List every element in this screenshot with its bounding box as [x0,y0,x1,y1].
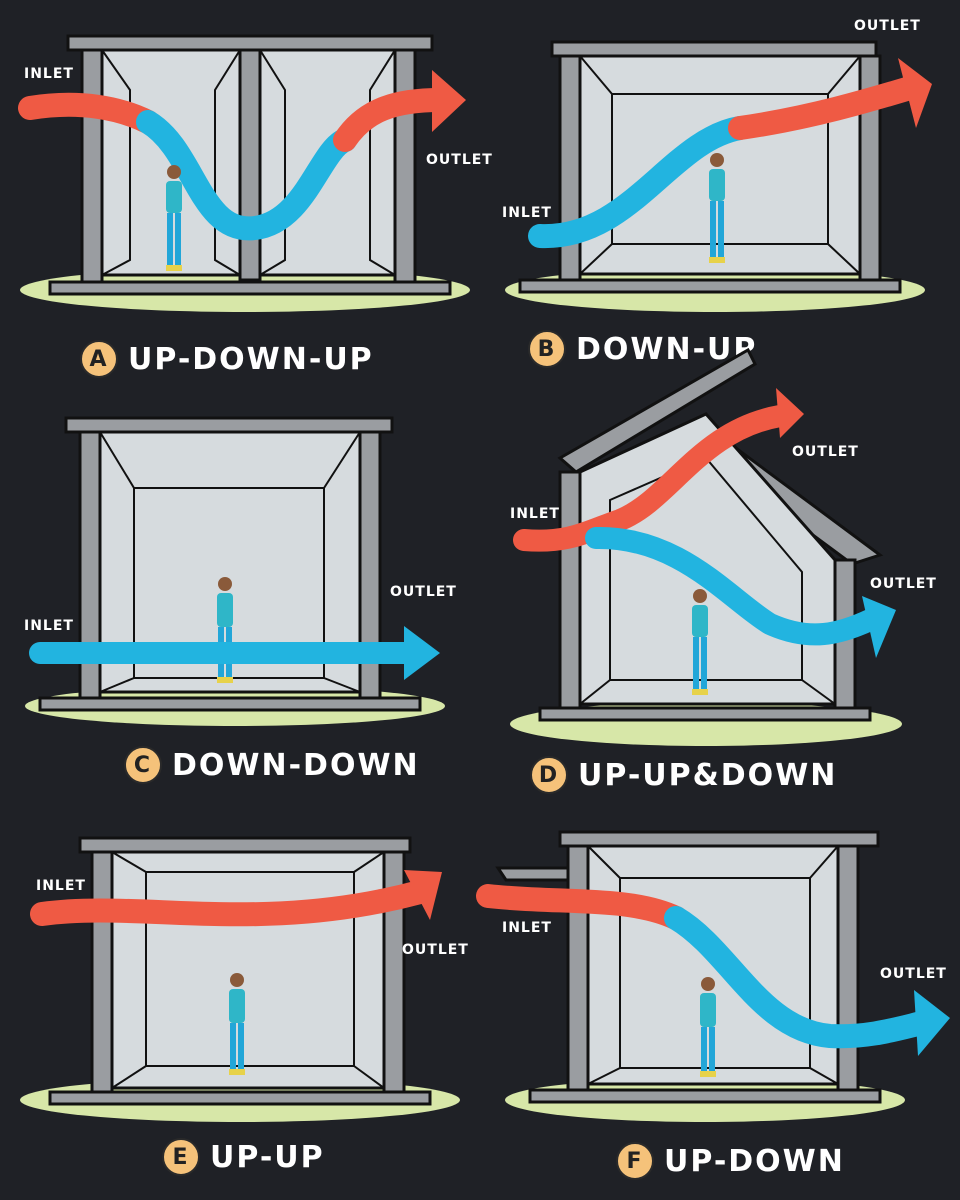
panel-badge: B [528,330,566,368]
airflow-arrow-icon [914,990,950,1056]
airflow-arrow-icon [404,870,442,920]
caption-text: UP-UP [210,1139,325,1175]
airflow-arrow-icon [404,626,440,680]
inlet-label: INLET [36,878,86,894]
inlet-label: INLET [502,205,552,221]
panel-badge: F [616,1142,654,1180]
panel-caption: F UP-DOWN [616,1142,845,1180]
caption-text: DOWN-DOWN [172,747,420,783]
panel-d: INLET OUTLET OUTLET D UP-UP&DOWN [480,340,960,800]
caption-text: DOWN-UP [576,331,758,367]
inlet-label: INLET [24,618,74,634]
panel-a: INLET OUTLET A UP-DOWN-UP [0,0,492,400]
panel-caption: D UP-UP&DOWN [530,756,837,794]
room-section-a [18,34,470,312]
airflow-arrow-icon [432,70,466,132]
airflow-arrow-icon [862,596,896,658]
panel-caption: C DOWN-DOWN [124,746,420,784]
inlet-label: INLET [510,506,560,522]
panel-b: INLET OUTLET B DOWN-UP [480,0,960,400]
outlet-label: OUTLET [792,444,859,460]
outlet-label: OUTLET [426,152,493,168]
person-figure-icon [692,589,708,695]
outlet-label: OUTLET [390,584,457,600]
outlet-label: OUTLET [880,966,947,982]
panel-caption: E UP-UP [162,1138,325,1176]
outlet-label: OUTLET [854,18,921,34]
caption-text: UP-UP&DOWN [578,757,838,793]
outlet-label-secondary: OUTLET [870,576,937,592]
outlet-label: OUTLET [402,942,469,958]
room-section-c [25,416,445,726]
panel-caption: B DOWN-UP [528,330,757,368]
room-section-e [20,836,460,1122]
airflow-arrow-icon [898,58,932,128]
panel-c: INLET OUTLET C DOWN-DOWN [0,400,480,800]
panel-badge: A [80,340,118,378]
room-section-f [476,830,950,1122]
inlet-label: INLET [24,66,74,82]
panel-caption: A UP-DOWN-UP [80,340,374,378]
room-section-b [505,40,932,312]
panel-e: INLET OUTLET E UP-UP [0,800,480,1200]
person-figure-icon [229,973,245,1075]
person-figure-icon [700,977,716,1077]
room-section-d [510,347,902,746]
person-figure-icon [166,165,182,271]
panel-f: INLET OUTLET F UP-DOWN [476,800,960,1200]
caption-text: UP-DOWN-UP [128,341,374,377]
panel-badge: D [530,756,568,794]
person-figure-icon [709,153,725,263]
panel-badge: E [162,1138,200,1176]
airflow-arrow-icon [776,388,804,438]
inlet-label: INLET [502,920,552,936]
caption-text: UP-DOWN [664,1143,845,1179]
panel-badge: C [124,746,162,784]
